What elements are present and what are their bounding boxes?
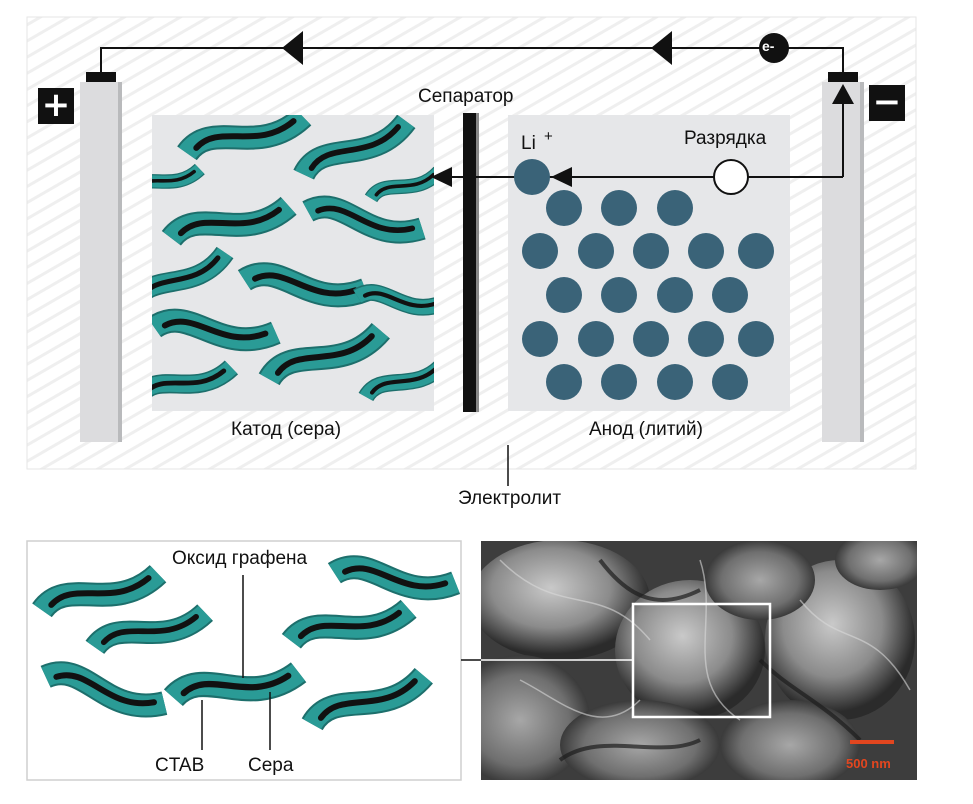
scale-bar xyxy=(850,740,894,744)
electrolyte-label: Электролит xyxy=(458,488,562,509)
cathode-label: Катод (сера) xyxy=(231,419,342,440)
sulfur-label: Сера xyxy=(248,755,294,776)
cathode-collector xyxy=(80,82,122,442)
separator-membrane xyxy=(463,113,476,412)
separator-label: Сепаратор xyxy=(418,86,514,107)
electron-icon xyxy=(759,33,789,63)
positive-terminal-icon: + xyxy=(38,88,74,124)
arrow-left-icon xyxy=(282,31,303,65)
arrow-left-icon xyxy=(551,167,572,187)
arrow-left-icon xyxy=(431,167,452,187)
lithium-particles xyxy=(522,190,774,400)
electron-hole-icon xyxy=(713,159,749,195)
electron-label: e- xyxy=(762,38,775,54)
lithium-ion xyxy=(514,159,550,195)
anode-label: Анод (литий) xyxy=(589,419,703,440)
arrow-left-icon xyxy=(651,31,672,65)
arrow-up-icon xyxy=(832,84,854,104)
external-circuit-wire xyxy=(100,47,844,72)
negative-terminal-icon: − xyxy=(869,85,905,121)
li-label: Li xyxy=(521,133,536,154)
li-charge-label: + xyxy=(544,128,553,145)
sem-micrograph xyxy=(481,541,917,780)
scale-bar-label: 500 nm xyxy=(846,756,891,771)
ctab-label: CTAB xyxy=(155,755,205,776)
discharge-label: Разрядка xyxy=(684,128,767,149)
graphene-oxide-label: Оксид графена xyxy=(172,548,308,569)
